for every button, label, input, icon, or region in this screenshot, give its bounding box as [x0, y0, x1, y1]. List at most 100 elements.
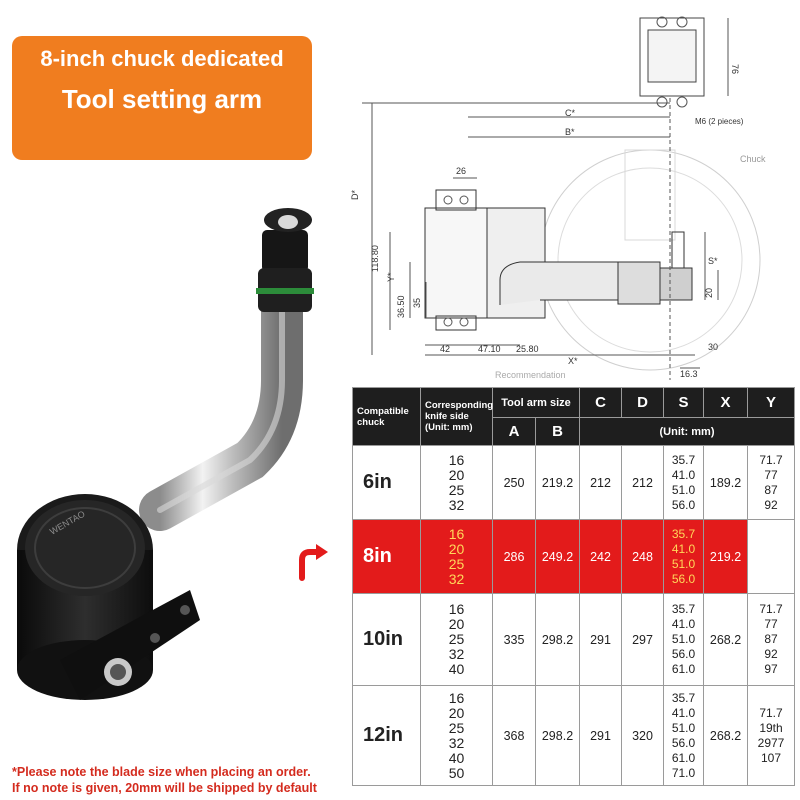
- s-value: 56.0: [671, 571, 696, 586]
- value-b: 249.2: [534, 519, 581, 594]
- value-x: 268.2: [703, 685, 749, 786]
- dim-25-80: 25.80: [516, 344, 539, 354]
- m6-label: M6 (2 pieces): [695, 117, 744, 126]
- s-value: 35.7: [671, 690, 696, 705]
- s-list: 35.7 41.0 51.0 56.0 61.0: [663, 593, 705, 686]
- s-value: 41.0: [671, 617, 696, 631]
- s-label: S*: [708, 256, 718, 266]
- knife-value: 20: [448, 704, 465, 721]
- dim-35: 35: [412, 298, 422, 308]
- knife-value: 25: [448, 719, 465, 736]
- knife-value: 40: [448, 749, 465, 766]
- x-label: X*: [568, 356, 578, 366]
- b-label: B*: [565, 127, 575, 137]
- s-value: 56.0: [671, 647, 696, 661]
- value-d: 297: [621, 593, 665, 686]
- value-d: 320: [621, 685, 665, 786]
- s-value: 56.0: [671, 497, 696, 512]
- s-list: 35.7 41.0 51.0 56.0: [663, 519, 705, 594]
- header-y: Y: [747, 387, 796, 418]
- s-value: 41.0: [671, 705, 696, 720]
- s-value: 71.0: [671, 765, 696, 780]
- y-value: 71.7: [759, 452, 783, 467]
- chuck-size: 6in: [352, 445, 421, 520]
- technical-drawing: 76 M6 (2 pieces) C* B* Chuck D* 26 118.8…: [350, 16, 766, 380]
- value-a: 286: [492, 519, 536, 594]
- knife-value: 16: [448, 525, 465, 542]
- y-value: 87: [764, 632, 778, 646]
- y-value: 19th 2977: [757, 720, 785, 750]
- title-banner: 8-inch chuck dedicated Tool setting arm: [12, 36, 312, 160]
- dim-26: 26: [456, 166, 466, 176]
- header-b: B: [534, 417, 581, 446]
- d-label: D*: [350, 190, 360, 200]
- s-value: 61.0: [671, 662, 696, 676]
- s-value: 51.0: [671, 556, 696, 571]
- s-list: 35.7 41.0 51.0 56.0 61.0 71.0: [663, 685, 705, 786]
- value-b: 219.2: [534, 445, 581, 520]
- knife-value: 32: [448, 734, 465, 751]
- chuck-size: 8in: [352, 519, 421, 594]
- value-x: 268.2: [703, 593, 749, 686]
- header-a: A: [492, 417, 536, 446]
- header-s: S: [663, 387, 705, 418]
- s-value: 41.0: [671, 541, 696, 556]
- value-x: 189.2: [703, 445, 749, 520]
- y-value: 97: [764, 662, 778, 676]
- y-value: 92: [764, 647, 778, 661]
- dim-20: 20: [704, 288, 714, 298]
- highlight-arrow-icon: [299, 544, 328, 581]
- s-value: 56.0: [671, 735, 696, 750]
- header-c: C: [579, 387, 623, 418]
- knife-value: 25: [448, 555, 465, 572]
- y-value: 77: [764, 617, 778, 631]
- knife-value: 20: [448, 540, 465, 557]
- y-list: 71.7 77 87 92 97: [747, 593, 796, 686]
- header-knife-side: Corresponding knife side (Unit: mm): [420, 387, 493, 446]
- knife-value: 16: [448, 451, 465, 468]
- dim-36-50: 36.50: [396, 295, 406, 318]
- knife-value: 20: [448, 466, 465, 483]
- value-d: 248: [621, 519, 665, 594]
- knife-value: 25: [448, 481, 465, 498]
- y-label: Y*: [386, 272, 396, 282]
- s-value: 35.7: [671, 602, 696, 616]
- knife-value: 16: [448, 601, 465, 617]
- knife-value: 16: [448, 689, 465, 706]
- knife-value: 32: [448, 570, 465, 587]
- knife-list: 16 20 25 32: [420, 445, 493, 520]
- chuck-label: Chuck: [740, 154, 766, 164]
- y-value: 71.7: [759, 602, 783, 616]
- table-row-highlighted: 8in 16 20 25 32 286 249.2 242 248 35.7 4…: [352, 519, 796, 594]
- header-d: D: [621, 387, 665, 418]
- knife-value: 25: [448, 631, 465, 647]
- knife-value: 40: [448, 661, 465, 677]
- knife-value: 50: [448, 764, 465, 781]
- dim-47-10: 47.10: [478, 344, 501, 354]
- table-row: 6in 16 20 25 32 250 219.2 212 212 35.7 4…: [352, 445, 796, 520]
- value-c: 212: [579, 445, 623, 520]
- s-value: 51.0: [671, 720, 696, 735]
- header-compatible-chuck: Compatible chuck: [352, 387, 421, 446]
- value-c: 291: [579, 685, 623, 786]
- value-a: 335: [492, 593, 536, 686]
- y-value: 77: [764, 467, 778, 482]
- value-a: 368: [492, 685, 536, 786]
- note-line-2: If no note is given, 20mm will be shippe…: [12, 781, 317, 795]
- header-x: X: [703, 387, 749, 418]
- s-value: 51.0: [671, 632, 696, 646]
- y-value: 71.7: [759, 705, 783, 720]
- note-line-1: *Please note the blade size when placing…: [12, 765, 311, 779]
- value-b: 298.2: [534, 685, 581, 786]
- spec-table: Compatible chuck Corresponding knife sid…: [352, 387, 796, 786]
- s-value: 35.7: [671, 452, 696, 467]
- chuck-size: 12in: [352, 685, 421, 786]
- order-note: *Please note the blade size when placing…: [12, 764, 352, 796]
- y-list: [747, 519, 796, 594]
- knife-value: 32: [448, 646, 465, 662]
- value-c: 291: [579, 593, 623, 686]
- table-row: 10in 16 20 25 32 40 335 298.2 291 297 35…: [352, 593, 796, 686]
- table-row: 12in 16 20 25 32 40 50 368 298.2 291 320…: [352, 685, 796, 786]
- value-a: 250: [492, 445, 536, 520]
- knife-list: 16 20 25 32 40 50: [420, 685, 493, 786]
